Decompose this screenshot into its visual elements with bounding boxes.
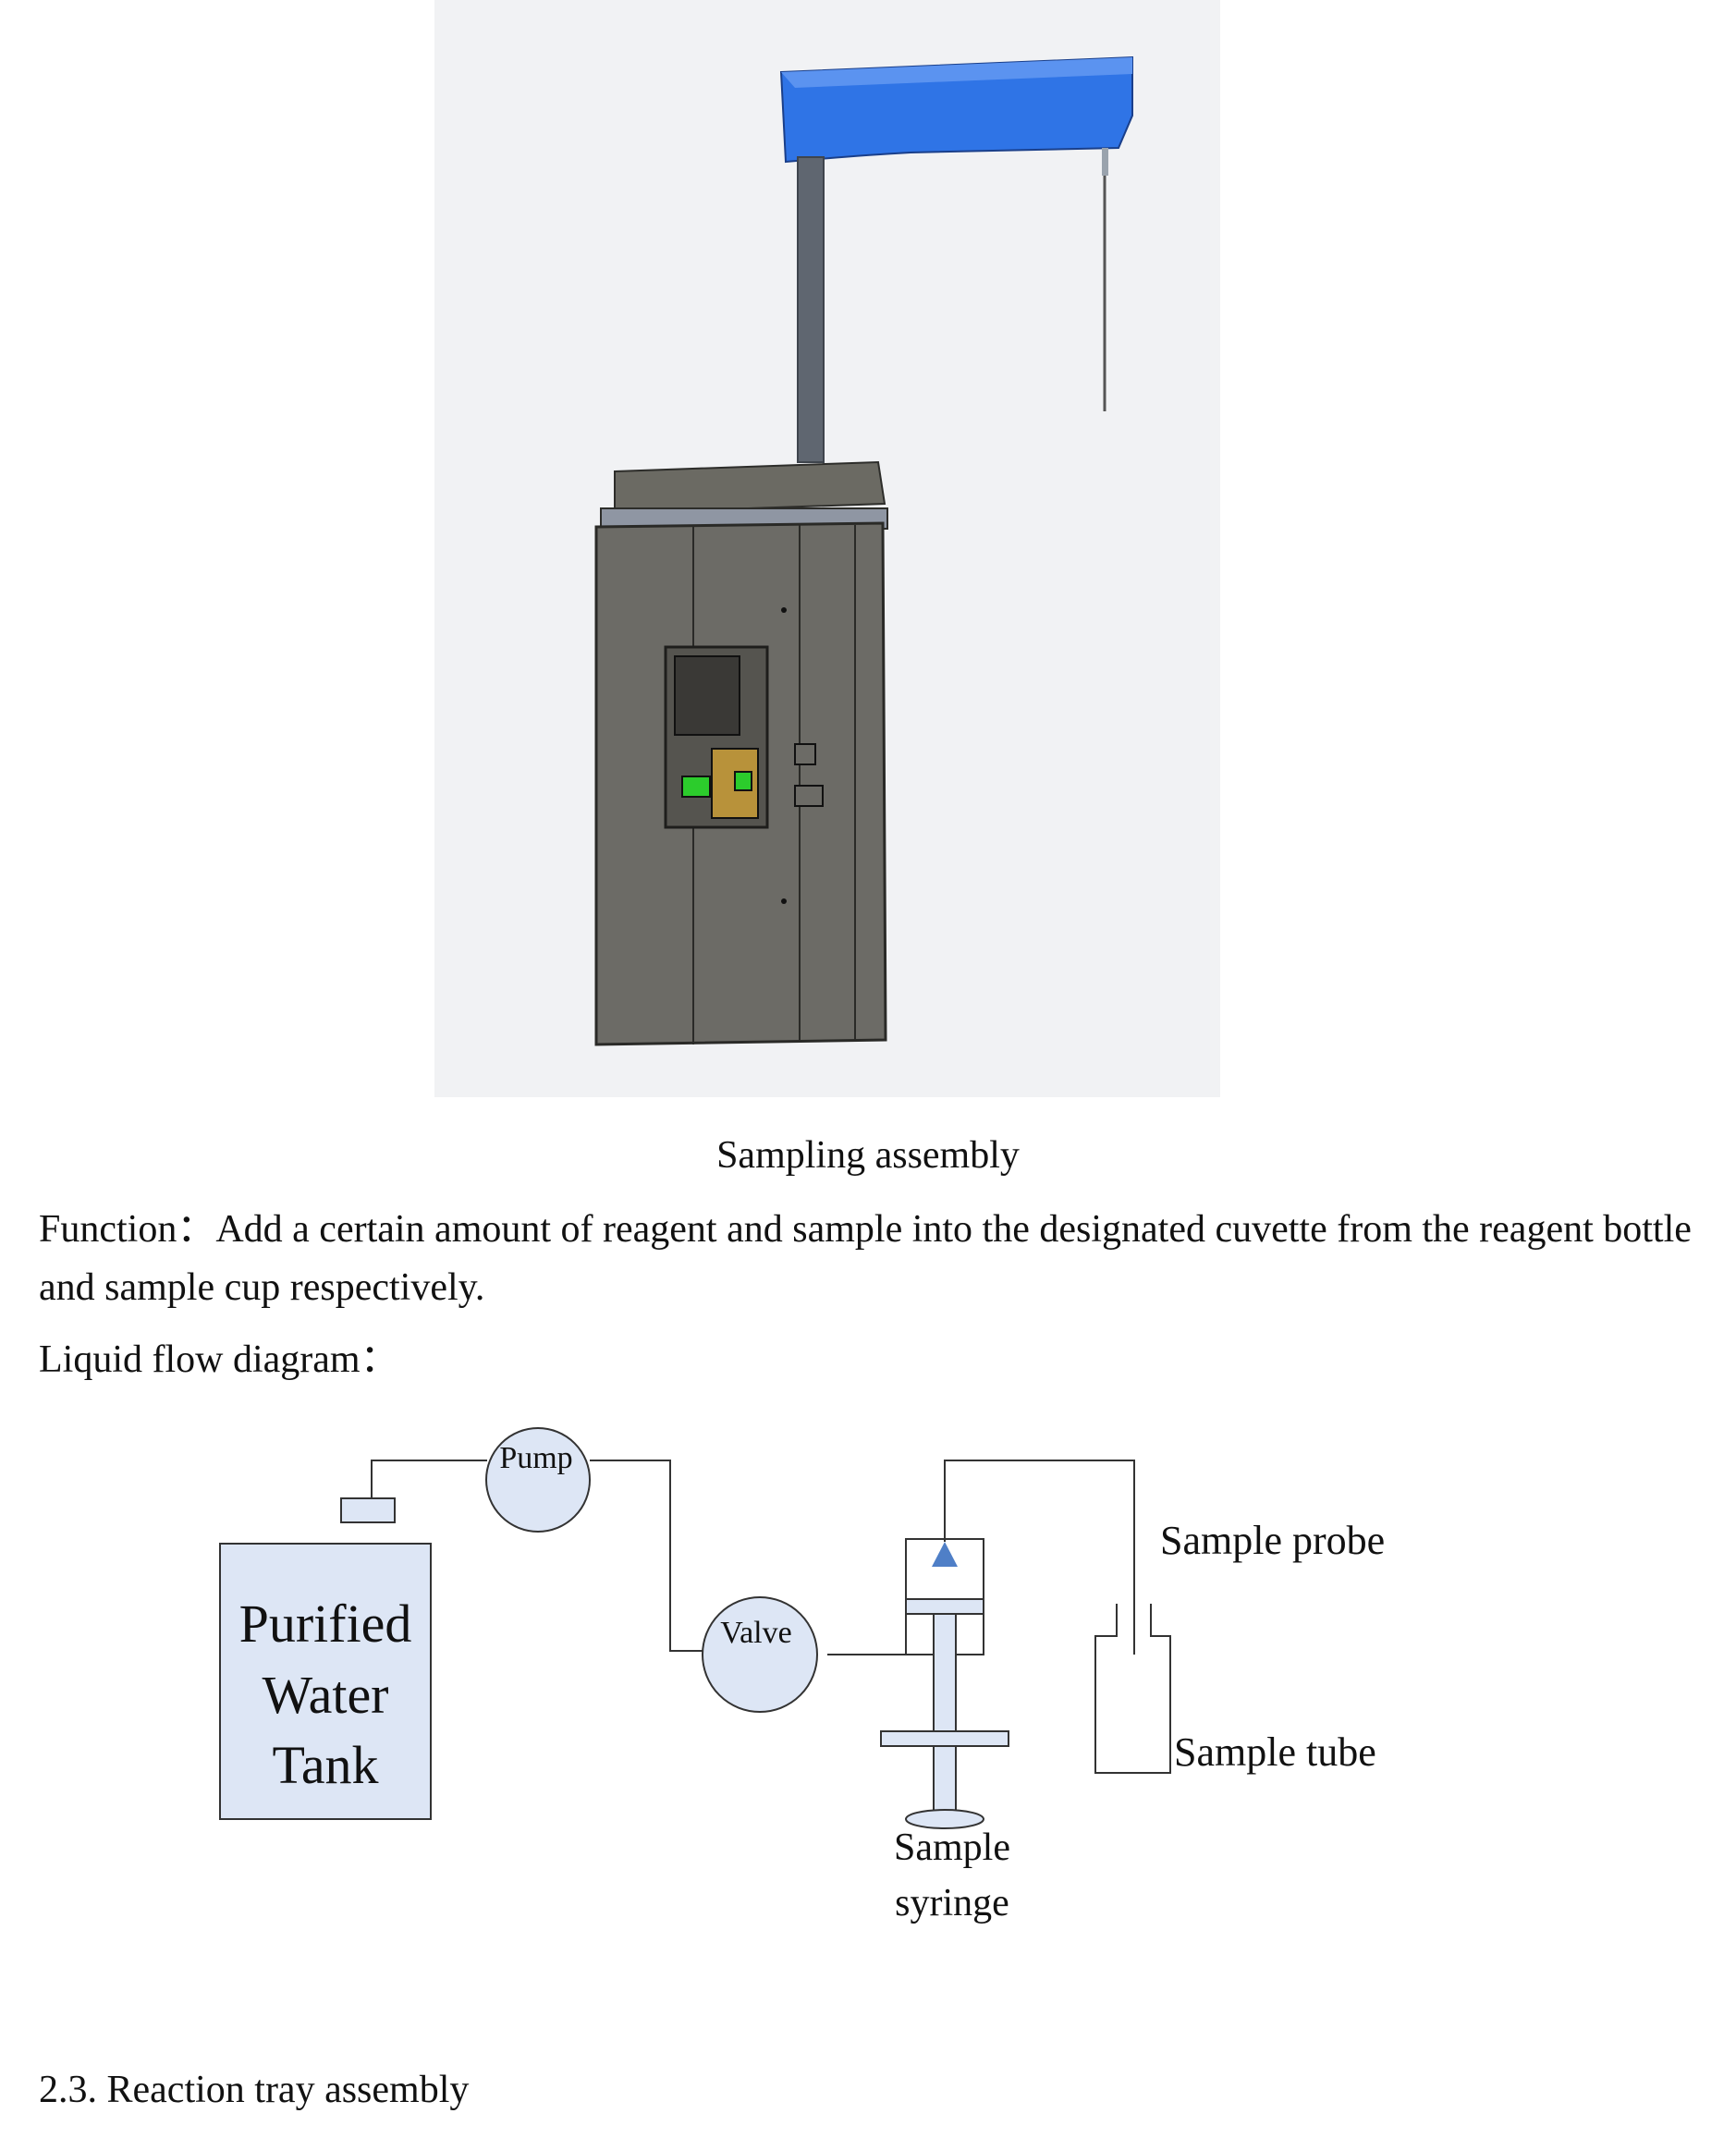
- purified-water-tank: [219, 1543, 432, 1820]
- sample-tube: [1094, 1604, 1171, 1774]
- sampling-assembly-figure: [434, 0, 1220, 1097]
- probe-label: Sample probe: [1160, 1518, 1385, 1563]
- probe-holder: [1102, 148, 1108, 176]
- valve-circle: [702, 1596, 818, 1713]
- tank-label-line1: Purified: [239, 1594, 412, 1654]
- pump-circle: [485, 1427, 591, 1533]
- tube-label: Sample tube: [1174, 1729, 1376, 1775]
- function-paragraph: Function：Add a certain amount of reagent…: [39, 1208, 1692, 1309]
- green-connector: [681, 776, 711, 798]
- syringe-label-line2: syringe: [895, 1882, 1009, 1924]
- liquid-flow-diagram: Purified Water Tank Pump Valve Sample sy…: [219, 1427, 1385, 1924]
- syringe-to-probe-line: [944, 1460, 1135, 1655]
- pump-label: Pump: [499, 1441, 572, 1475]
- valve-label: Valve: [720, 1616, 791, 1650]
- syringe-plunger-rod: [933, 1613, 957, 1818]
- sampling-assembly-render: [594, 55, 1133, 1046]
- tank-label-line3: Tank: [272, 1735, 378, 1795]
- syringe-plunger-head: [905, 1598, 984, 1615]
- figure-caption: Sampling assembly: [716, 1134, 1020, 1177]
- tank-label-line2: Water: [262, 1665, 388, 1725]
- syringe-flange: [880, 1730, 1009, 1747]
- vertical-shaft: [797, 156, 825, 463]
- housing-top: [614, 460, 886, 515]
- flow-direction-arrow: [932, 1542, 958, 1567]
- syringe-label-line1: Sample: [894, 1826, 1010, 1869]
- tank-cap: [340, 1497, 396, 1523]
- tank-to-pump-line: [371, 1460, 487, 1498]
- diagram-intro: Liquid flow diagram：: [39, 1338, 399, 1381]
- pump-to-valve-line: [590, 1460, 703, 1652]
- syringe-thumb-rest: [905, 1809, 984, 1829]
- section-heading: 2.3. Reaction tray assembly: [39, 2069, 470, 2111]
- sampling-arm-top: [781, 57, 1132, 88]
